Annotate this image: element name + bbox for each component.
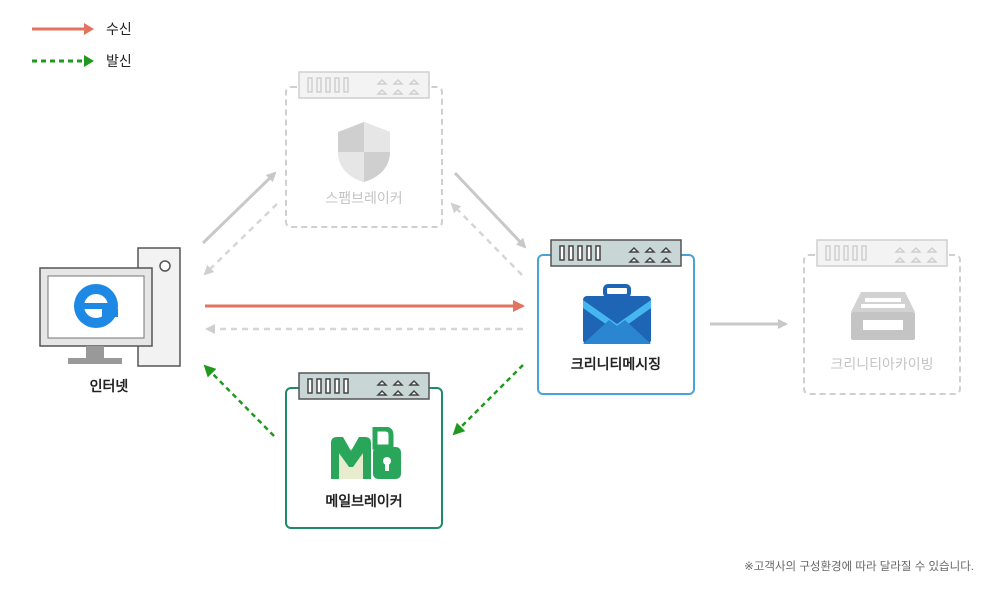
shield-icon: [338, 122, 390, 182]
spam-breaker-server-icon: [298, 71, 430, 99]
archiving-label: 크리니티아카이빙: [830, 356, 934, 372]
footnote: ※고객사의 구성환경에 따라 달라질 수 있습니다.: [744, 561, 974, 573]
mail-breaker-node: 메일브레이커: [285, 387, 443, 529]
spam-breaker-label: 스팸브레이커: [325, 190, 403, 206]
spam-breaker-node: 스팸브레이커: [285, 86, 443, 228]
arrow-messaging-to-mailbreaker: [452, 364, 524, 436]
legend-send-label: 발신: [106, 53, 132, 69]
arrow-internet-to-spam: [201, 171, 277, 245]
messaging-label: 크리니티메시징: [570, 356, 662, 372]
arrow-spam-to-messaging: [453, 171, 527, 249]
messaging-node: 크리니티메시징: [537, 254, 695, 395]
mail-briefcase-icon: [583, 284, 651, 344]
arrow-messaging-to-spam: [450, 202, 523, 276]
mb-lock-icon: [331, 427, 401, 479]
archive-box-icon: [851, 292, 915, 340]
internet-label: 인터넷: [89, 378, 129, 394]
legend-receive-label: 수신: [106, 21, 132, 37]
mail-breaker-label: 메일브레이커: [325, 493, 403, 509]
browser-e-icon: [74, 284, 118, 328]
archiving-server-icon: [816, 239, 948, 267]
archiving-node: 크리니티아카이빙: [803, 254, 961, 395]
arrow-mailbreaker-to-internet: [203, 364, 275, 437]
mail-breaker-server-icon: [298, 372, 430, 400]
legend-arrows: [32, 23, 94, 67]
messaging-server-icon: [550, 239, 682, 267]
arrow-spam-to-internet: [203, 203, 278, 276]
